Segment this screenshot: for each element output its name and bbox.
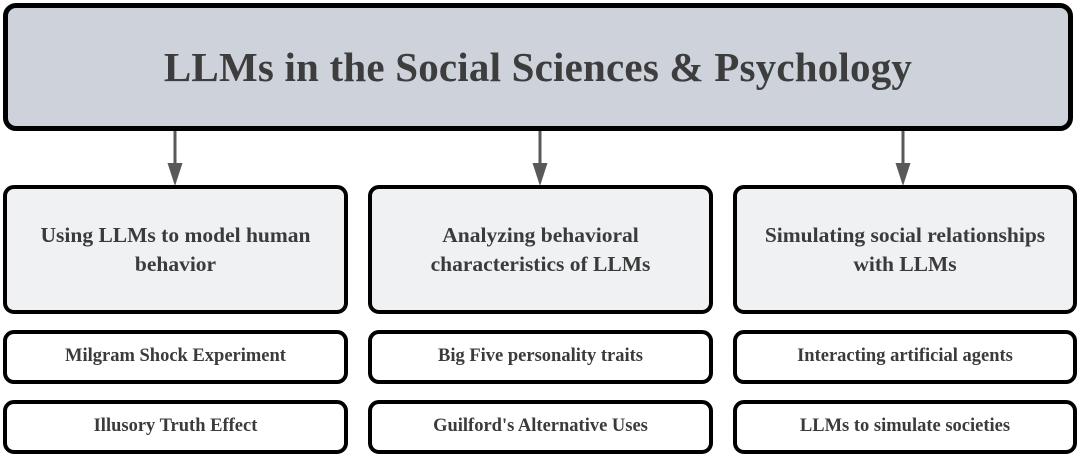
leaf-node-2-0: Interacting artificial agents [733, 330, 1077, 384]
connector-arrow-column-0 [166, 131, 184, 187]
down-arrow-icon [167, 131, 183, 186]
connector-arrow-column-1 [531, 131, 549, 187]
leaf-node-1-0: Big Five personality traits [368, 330, 713, 384]
leaf-label: Illusory Truth Effect [93, 416, 258, 437]
category-node-0: Using LLMs to model human behavior [3, 185, 348, 314]
connector-arrow-column-2 [894, 131, 912, 187]
leaf-node-0-1: Illusory Truth Effect [3, 400, 348, 454]
category-label: Simulating social relationships with LLM… [764, 223, 1046, 276]
down-arrow-icon [532, 131, 548, 186]
header-node: LLMs in the Social Sciences & Psychology [3, 3, 1073, 131]
leaf-label: Milgram Shock Experiment [65, 346, 286, 367]
leaf-label: Interacting artificial agents [797, 346, 1013, 367]
leaf-label: Big Five personality traits [437, 346, 644, 367]
down-arrow-icon [895, 131, 911, 186]
leaf-label: LLMs to simulate societies [799, 416, 1011, 437]
category-node-2: Simulating social relationships with LLM… [733, 185, 1077, 314]
header-title: LLMs in the Social Sciences & Psychology [163, 43, 913, 90]
category-label: Using LLMs to model human behavior [40, 223, 311, 276]
leaf-label: Guilford's Alternative Uses [433, 416, 648, 437]
category-label: Analyzing behavioral characteristics of … [430, 223, 651, 276]
leaf-node-1-1: Guilford's Alternative Uses [368, 400, 713, 454]
leaf-node-0-0: Milgram Shock Experiment [3, 330, 348, 384]
leaf-node-2-1: LLMs to simulate societies [733, 400, 1077, 454]
category-node-1: Analyzing behavioral characteristics of … [368, 185, 713, 314]
